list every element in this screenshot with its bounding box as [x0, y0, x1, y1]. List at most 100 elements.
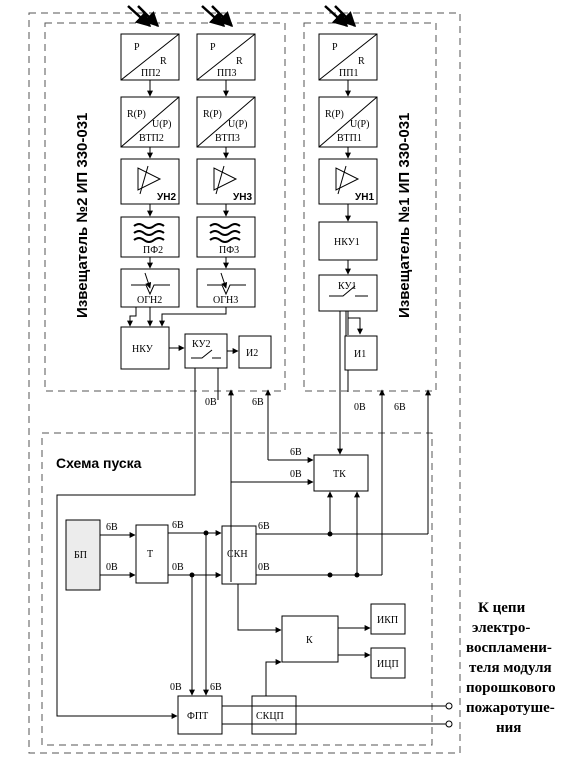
nku1-block: НКУ1 [318, 221, 378, 261]
svg-text:пожароту­ше-: пожароту­ше- [466, 700, 555, 716]
svg-text:Т: Т [147, 549, 153, 560]
svg-text:U(P): U(P) [350, 119, 369, 130]
v6-skn: 6В [258, 521, 270, 532]
nku-block: НКУ [120, 326, 170, 370]
svg-text:ПФ3: ПФ3 [219, 245, 239, 256]
svg-text:УН1: УН1 [355, 192, 374, 203]
svg-text:воспламени-: воспламени- [466, 640, 552, 656]
v6-fpt: 6В [210, 682, 222, 693]
i2-block: И2 [238, 335, 272, 369]
svg-text:СКН: СКН [227, 549, 248, 560]
svg-text:ПП2: ПП2 [141, 68, 160, 79]
filter-pf2: ПФ2 [120, 216, 180, 258]
svg-text:ИКП: ИКП [377, 615, 398, 626]
svg-text:ОГН3: ОГН3 [213, 295, 238, 306]
svg-text:КУ1: КУ1 [338, 281, 357, 292]
svg-text:ВТП3: ВТП3 [215, 133, 240, 144]
t-block: Т [135, 524, 169, 584]
v0-skn: 0В [258, 562, 270, 573]
radiation-arrows-pp3 [201, 5, 234, 28]
svg-text:БП: БП [74, 550, 87, 561]
v6-bp: 6В [106, 522, 118, 533]
svg-text:электро-: электро- [472, 620, 530, 636]
svg-text:ПП1: ПП1 [339, 68, 358, 79]
svg-text:R(P): R(P) [325, 109, 344, 120]
svg-text:порошкового: порошкового [466, 680, 556, 696]
svg-text:R(P): R(P) [203, 109, 222, 120]
amplifier-un3: УН3 [196, 158, 256, 205]
svg-text:ПФ2: ПФ2 [143, 245, 163, 256]
svg-text:U(P): U(P) [228, 119, 247, 130]
svg-text:ФПТ: ФПТ [187, 711, 208, 722]
svg-text:P: P [134, 42, 140, 53]
svg-text:ИЦП: ИЦП [377, 659, 399, 670]
svg-text:НКУ: НКУ [132, 344, 154, 355]
radiation-arrows-pp1 [324, 5, 357, 28]
svg-text:U(P): U(P) [152, 119, 171, 130]
detector1-frame [303, 22, 437, 392]
converter-vtp2: R(P) U(P) ВТП2 [120, 96, 180, 148]
converter-vtp1: R(P) U(P) ВТП1 [318, 96, 378, 148]
v0-fpt: 0В [170, 682, 182, 693]
side-caption: К цепи электро- воспламени- теля модуля … [466, 600, 556, 736]
itsp-block: ИЦП [370, 647, 406, 679]
svg-text:ВТП1: ВТП1 [337, 133, 362, 144]
radiation-arrows-pp2 [127, 5, 160, 28]
svg-text:КУ2: КУ2 [192, 339, 211, 350]
v0-tk-in: 0В [290, 469, 302, 480]
svg-text:И1: И1 [354, 349, 366, 360]
detector2-frame [44, 22, 286, 392]
svg-text:P: P [332, 42, 338, 53]
svg-text:ТК: ТК [333, 469, 346, 480]
svg-text:R: R [358, 56, 365, 67]
converter-pp3: P R ПП3 [196, 33, 256, 81]
ku2-block: КУ2 [184, 333, 228, 369]
fpt-block: ФПТ [177, 695, 223, 735]
filter-pf3: ПФ3 [196, 216, 256, 258]
svg-text:R(P): R(P) [127, 109, 146, 120]
svg-text:R: R [160, 56, 167, 67]
skn-block: СКН [221, 525, 257, 585]
converter-vtp3: R(P) U(P) ВТП3 [196, 96, 256, 148]
outer-frame [28, 12, 461, 754]
svg-text:теля модуля: теля модуля [469, 660, 552, 676]
launch-title: Схема пуска [56, 455, 142, 471]
limiter-ogn2: ОГН2 [120, 268, 180, 308]
bp-block: БП [65, 519, 101, 591]
svg-text:И2: И2 [246, 348, 258, 359]
v6-det2: 6В [252, 397, 264, 408]
svg-text:ния: ния [496, 720, 521, 736]
v0-det1: 0В [354, 402, 366, 413]
ku1-block: КУ1 [318, 274, 378, 312]
k-block: К [281, 615, 339, 663]
converter-pp1: P R ПП1 [318, 33, 378, 81]
svg-text:R: R [236, 56, 243, 67]
limiter-ogn3: ОГН3 [196, 268, 256, 308]
svg-text:К: К [306, 635, 313, 646]
tk-block: ТК [313, 454, 369, 492]
svg-text:НКУ1: НКУ1 [334, 237, 360, 248]
detector1-title: Извещатель №1 ИП 330-031 [396, 113, 413, 318]
amplifier-un2: УН2 [120, 158, 180, 205]
svg-text:К цепи: К цепи [478, 600, 526, 616]
launch-frame [41, 432, 433, 746]
v6-tk-in: 6В [290, 447, 302, 458]
converter-pp2: P R ПП2 [120, 33, 180, 81]
v0-det2: 0В [205, 397, 217, 408]
skcp-block: СКЦП [251, 695, 297, 735]
ikp-block: ИКП [370, 603, 406, 635]
svg-text:ОГН2: ОГН2 [137, 295, 162, 306]
v0-bp: 0В [106, 562, 118, 573]
v6-t: 6В [172, 520, 184, 531]
svg-text:ВТП2: ВТП2 [139, 133, 164, 144]
svg-text:P: P [210, 42, 216, 53]
svg-text:УН2: УН2 [157, 192, 176, 203]
v6-det1: 6В [394, 402, 406, 413]
i1-block: И1 [344, 335, 378, 371]
detector2-title: Извещатель №2 ИП 330-031 [74, 113, 91, 318]
svg-text:ПП3: ПП3 [217, 68, 236, 79]
svg-text:СКЦП: СКЦП [256, 711, 284, 722]
svg-text:УН3: УН3 [233, 192, 252, 203]
amplifier-un1: УН1 [318, 158, 378, 205]
